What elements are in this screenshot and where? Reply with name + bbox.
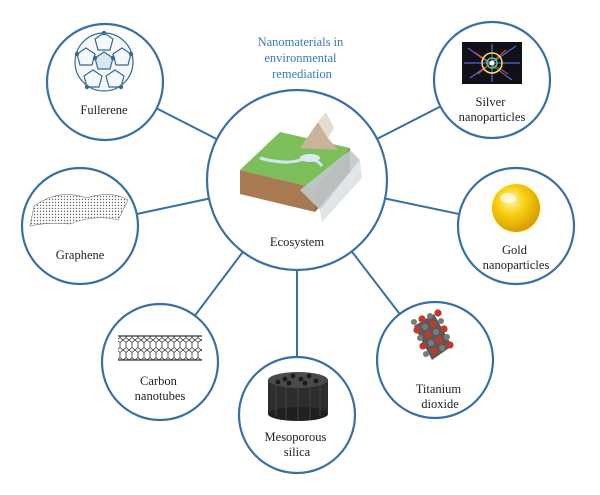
tio2-atom <box>423 351 429 357</box>
tio2-atom <box>424 331 432 339</box>
tio2-atom <box>419 342 427 350</box>
tio2-atom <box>427 313 433 319</box>
connectors <box>136 105 460 357</box>
graphene-sheet-icon <box>29 194 129 227</box>
titanium-dioxide-lattice-icon <box>411 309 454 360</box>
gold-label: Gold nanoparticles <box>483 243 550 272</box>
ecosystem-node: Ecosystem <box>205 88 389 272</box>
connector-silver <box>376 105 441 140</box>
nanotube-icon <box>118 335 202 361</box>
silver-nanoparticle-icon <box>462 42 522 84</box>
tio2-atom <box>438 318 444 324</box>
mesoporous-silica-icon <box>268 372 328 421</box>
connector-carbon <box>194 251 244 317</box>
connector-graphene <box>136 197 210 215</box>
silver-node: Silver nanoparticles <box>432 20 552 140</box>
tio2-atom <box>411 319 417 325</box>
tio2-atom <box>433 329 439 335</box>
carbon-node: Carbon nanotubes <box>100 302 220 422</box>
connector-gold <box>384 197 460 216</box>
tio2-atom <box>422 324 428 330</box>
landscape-icon <box>240 112 362 222</box>
graphene-label: Graphene <box>56 248 105 262</box>
fullerene-label: Fullerene <box>80 103 128 117</box>
graphene-node: Graphene <box>20 166 140 286</box>
tio2-atom <box>417 335 423 341</box>
tio2-atom <box>430 347 438 355</box>
gold-sphere-icon <box>484 176 548 240</box>
fullerene-node: Fullerene <box>45 22 165 142</box>
carbon-label: Carbon nanotubes <box>135 374 186 403</box>
silica-node: Mesoporous silica <box>237 355 357 475</box>
tio2-atom <box>439 345 445 351</box>
tio2-atom <box>444 334 450 340</box>
tio2-atom <box>435 336 443 344</box>
tio2-atom <box>418 315 426 323</box>
gold-node: Gold nanoparticles <box>456 166 576 286</box>
titanium-node: Titanium dioxide <box>375 300 495 420</box>
ecosystem-label: Ecosystem <box>270 235 324 249</box>
tio2-atom <box>446 341 454 349</box>
tio2-atom <box>434 309 442 317</box>
connector-titanium <box>350 250 401 315</box>
tio2-atom <box>413 326 421 334</box>
silica-label: Mesoporous silica <box>265 430 330 459</box>
tio2-atom <box>428 340 434 346</box>
silver-label: Silver nanoparticles <box>459 95 526 124</box>
fullerene-icon <box>74 30 134 92</box>
diagram-title: Nanomaterials in environmental remediati… <box>258 35 347 81</box>
titanium-label: Titanium dioxide <box>416 382 465 411</box>
connector-fullerene <box>156 107 218 140</box>
tio2-atom <box>440 325 448 333</box>
tio2-atom <box>429 320 437 328</box>
